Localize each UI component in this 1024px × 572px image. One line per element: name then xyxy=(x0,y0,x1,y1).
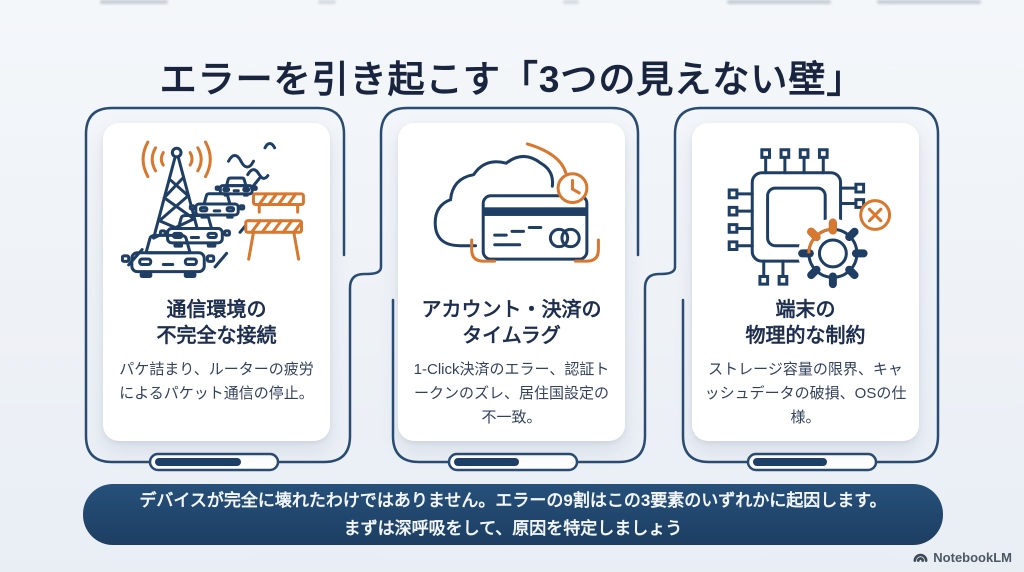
outline-card1-to-card2 xyxy=(86,108,638,462)
progress-pill-1-fill xyxy=(155,458,241,466)
top-crop-smudge xyxy=(318,0,336,4)
page-title: エラーを引き起こす「3つの見えない壁」 xyxy=(159,58,865,100)
card3-description: ストレージ容量の限界、キャッシュデータの破損、OSの仕様。 xyxy=(704,361,907,426)
clock xyxy=(558,174,587,203)
progress-pill-2 xyxy=(449,454,577,470)
card3-icon-wrap xyxy=(710,136,902,294)
credit-card xyxy=(483,196,587,259)
summary-banner-line2: まずは深呼吸をして、原因を特定しましょう xyxy=(343,519,683,538)
cpu-chip xyxy=(729,150,863,284)
progress-pill-3-fill xyxy=(753,458,827,466)
card2-description: 1-Click決済のエラー、認証トークンのズレ、居住国設定の不一致。 xyxy=(413,361,610,426)
outline-card2-to-card3 xyxy=(393,108,938,462)
delay-swoosh xyxy=(527,144,565,173)
notebooklm-watermark: NotebookLM xyxy=(913,550,1012,565)
notebooklm-logo-icon xyxy=(913,550,928,565)
radio-tower xyxy=(153,148,199,238)
progress-pill-3 xyxy=(748,454,876,470)
gear xyxy=(798,218,867,288)
road-barriers xyxy=(245,194,303,259)
noise-waves xyxy=(228,143,274,178)
top-crop-smudge xyxy=(563,0,579,4)
cloud xyxy=(435,156,552,245)
card2-icon-wrap xyxy=(416,136,608,294)
gear-orange-segment xyxy=(808,223,832,254)
card1-title: 通信環境の 不完全な接続 xyxy=(156,299,277,347)
error-x-icon xyxy=(860,201,889,230)
card-network-connection: 通信環境の 不完全な接続 パケ詰まり、ルーターの疲労によるパケット通信の停止。 xyxy=(103,123,330,441)
summary-banner: デバイスが完全に壊れたわけではありません。エラーの9割はこの3要素のいずれかに起… xyxy=(83,484,943,545)
card-device-constraints: 端末の 物理的な制約 ストレージ容量の限界、キャッシュデータの破損、OSの仕様。 xyxy=(692,123,919,441)
card-account-payment: アカウント・決済の タイムラグ 1-Click決済のエラー、認証トークンのズレ、… xyxy=(398,123,625,441)
summary-banner-line1: デバイスが完全に壊れたわけではありません。エラーの9割はこの3要素のいずれかに起… xyxy=(139,491,887,510)
top-crop-smudge xyxy=(727,0,831,4)
card1-description: パケ詰まり、ルーターの疲労によるパケット通信の停止。 xyxy=(119,361,314,402)
card2-title: アカウント・決済の タイムラグ xyxy=(421,299,602,347)
signal-waves xyxy=(143,142,210,177)
top-crop-smudge xyxy=(877,0,981,4)
notebooklm-watermark-label: NotebookLM xyxy=(933,550,1012,565)
top-crop-smudge xyxy=(100,0,168,4)
cell-tower-traffic-jam-icon xyxy=(120,138,313,280)
corner-brackets xyxy=(471,240,598,261)
progress-pill-2-fill xyxy=(454,458,519,466)
cloud-credit-card-delay-icon xyxy=(416,138,608,292)
progress-pill-1 xyxy=(150,454,278,470)
card3-title: 端末の 物理的な制約 xyxy=(745,299,866,347)
chip-gear-error-icon xyxy=(710,138,902,288)
card1-icon-wrap xyxy=(120,136,313,294)
